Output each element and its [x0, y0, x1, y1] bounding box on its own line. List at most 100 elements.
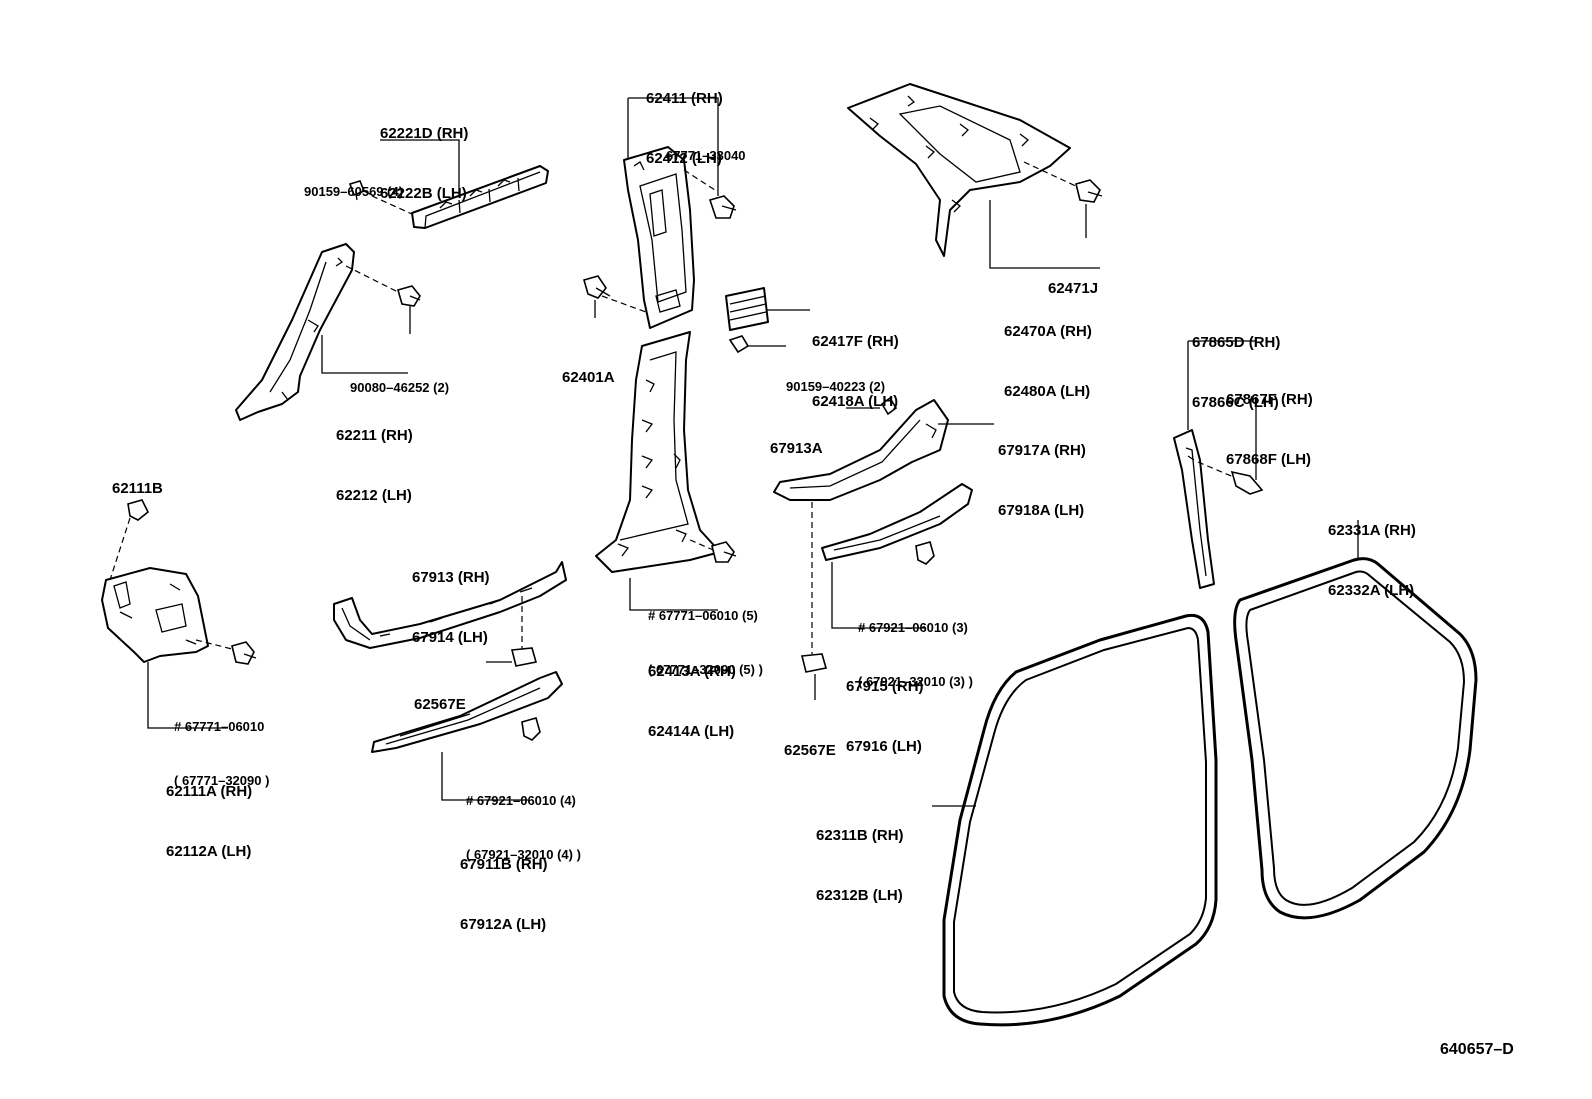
b-pillar-lower-part [595, 331, 721, 573]
part-label-62111A: 62111A (RH) 62112A (LH) [166, 742, 252, 902]
label-line: 67771–33040 [666, 148, 746, 163]
part-label-62471J: 62471J [1048, 239, 1098, 339]
label-line: # 67921–06010 (4) [466, 793, 576, 808]
clip-67921-06010-a [521, 717, 541, 741]
label-line: 62412 (LH) [646, 150, 722, 167]
label-line: 62418A (LH) [812, 393, 899, 410]
part-label-62401A: 62401A [562, 328, 615, 428]
label-line: 90159–60569 (4) [304, 184, 404, 199]
label-line: ( 67771–32090 (5) ) [648, 662, 763, 677]
label-line: 62112A (LH) [166, 843, 252, 860]
label-line: 62222B (LH) [380, 185, 467, 202]
b-pillar-upper-part [623, 146, 695, 329]
part-label-67917A: 67917A (RH) 67918A (LH) [998, 401, 1086, 561]
label-line: 67912A (LH) [460, 916, 547, 933]
clip-62111B [127, 499, 150, 521]
label-line: 62221D (RH) [380, 125, 469, 142]
clip-67913A [880, 396, 898, 416]
label-line: 62311B (RH) [816, 827, 904, 844]
label-line: 62417F (RH) [812, 333, 899, 350]
label-line: 62567E [784, 742, 836, 759]
label-line: 67917A (RH) [998, 442, 1086, 459]
label-line: 62332A (LH) [1328, 582, 1415, 599]
screw-90159-60569 [348, 180, 373, 201]
vent-part [725, 287, 769, 331]
part-label-62311B: 62311B (RH) 62312B (LH) [816, 786, 904, 946]
clip-62567E-a [510, 647, 538, 667]
label-line: 67866C (LH) [1192, 394, 1279, 411]
label-line: 67913 (RH) [412, 569, 490, 586]
clip-62567E-b [800, 653, 828, 673]
label-line: 90080–46252 (2) [350, 380, 450, 395]
label-line: 62111B [112, 480, 163, 497]
cowl-side-trim-part [101, 567, 209, 663]
part-label-67915: 67915 (RH) 67916 (LH) [846, 637, 924, 797]
label-line: ( 67771–32090 ) [174, 773, 270, 788]
label-line: 67868F (LH) [1226, 451, 1312, 468]
part-label-62331A: 62331A (RH) 62332A (LH) [1328, 481, 1416, 641]
upper-garnish-part [411, 165, 549, 229]
part-label-62417F: 62417F (RH) 62418A (LH) [812, 292, 899, 452]
label-line: 62414A (LH) [648, 723, 735, 740]
label-line: 62567E [414, 696, 466, 713]
label-line: # 67921–06010 (3) [858, 620, 968, 635]
rear-step-plate-part [821, 483, 973, 561]
label-line: ( 67921–32010 (4) ) [466, 847, 581, 862]
part-label-67867F: 67867F (RH) 67868F (LH) [1226, 350, 1313, 510]
label-line: 67913A [770, 440, 823, 457]
label-line: 67918A (LH) [998, 502, 1085, 519]
part-label-62111B: 62111B [112, 439, 163, 539]
a-pillar-garnish-part [235, 243, 355, 421]
quarter-trim-part [847, 83, 1071, 257]
label-line: 62211 (RH) [336, 427, 413, 444]
label-line: 62480A (LH) [1004, 383, 1091, 400]
part-label-62211: 62211 (RH) 62212 (LH) [336, 386, 413, 546]
label-line: 67867F (RH) [1226, 391, 1313, 408]
part-label-67865D: 67865D (RH) 67866C (LH) [1192, 293, 1280, 453]
part-label-62470A: 62470A (RH) 62480A (LH) [1004, 282, 1092, 442]
label-line: 62470A (RH) [1004, 323, 1092, 340]
label-line: 67916 (LH) [846, 738, 922, 755]
label-line: # 67771–06010 [174, 719, 265, 734]
part-label-67771-33040: 67771–33040 [666, 111, 746, 201]
label-line: 62111A (RH) [166, 783, 253, 800]
label-line: 67911B (RH) [460, 856, 548, 873]
label-line: 62413A (RH) [648, 663, 736, 680]
part-label-62567E-a: 62567E [414, 655, 466, 755]
part-label-90080-46252: 90080–46252 (2) [350, 343, 449, 433]
clip-67921-06010-b [915, 541, 935, 565]
clip-67867F [1230, 470, 1264, 495]
clip-90080-46252 [397, 285, 421, 307]
part-label-62411: 62411 (RH) 62412 (LH) [646, 49, 723, 209]
part-label-67913: 67913 (RH) 67914 (LH) [412, 528, 490, 688]
clip-62471J [1075, 179, 1103, 203]
label-line: ( 67921–32010 (3) ) [858, 674, 973, 689]
label-line: 62312B (LH) [816, 887, 903, 904]
label-line: 67914 (LH) [412, 629, 488, 646]
front-door-weatherstrip-part [942, 613, 1218, 1027]
label-line: 62471J [1048, 280, 1099, 297]
label-line: # 67771–06010 (5) [648, 608, 758, 623]
back-door-strip-part [1173, 429, 1215, 589]
part-label-67771-06010-5: # 67771–06010 (5) ( 67771–32090 (5) ) [648, 571, 763, 715]
part-label-62413A: 62413A (RH) 62414A (LH) [648, 622, 736, 782]
front-scuff-plate-part [371, 671, 563, 753]
clip-67771-06010-b [711, 541, 737, 563]
label-line: 62401A [562, 369, 615, 386]
label-line: 67865D (RH) [1192, 334, 1281, 351]
part-label-67921-06010-4: # 67921–06010 (4) ( 67921–32010 (4) ) [466, 756, 581, 900]
clip-67771-33040 [708, 195, 737, 219]
rear-door-weatherstrip-part [1233, 557, 1478, 920]
screw-90159-40223 [728, 335, 750, 354]
rear-scuff-plate-part [333, 561, 567, 649]
label-line: 67915 (RH) [846, 678, 924, 695]
part-label-67911B: 67911B (RH) 67912A (LH) [460, 815, 548, 975]
label-line: 62212 (LH) [336, 487, 412, 504]
clip-67771-06010-a [231, 641, 257, 665]
part-label-67921-06010-3: # 67921–06010 (3) ( 67921–32010 (3) ) [858, 583, 973, 727]
label-line: 62331A (RH) [1328, 522, 1416, 539]
part-label-67913A: 67913A [770, 399, 823, 499]
label-line: 62411 (RH) [646, 90, 723, 107]
